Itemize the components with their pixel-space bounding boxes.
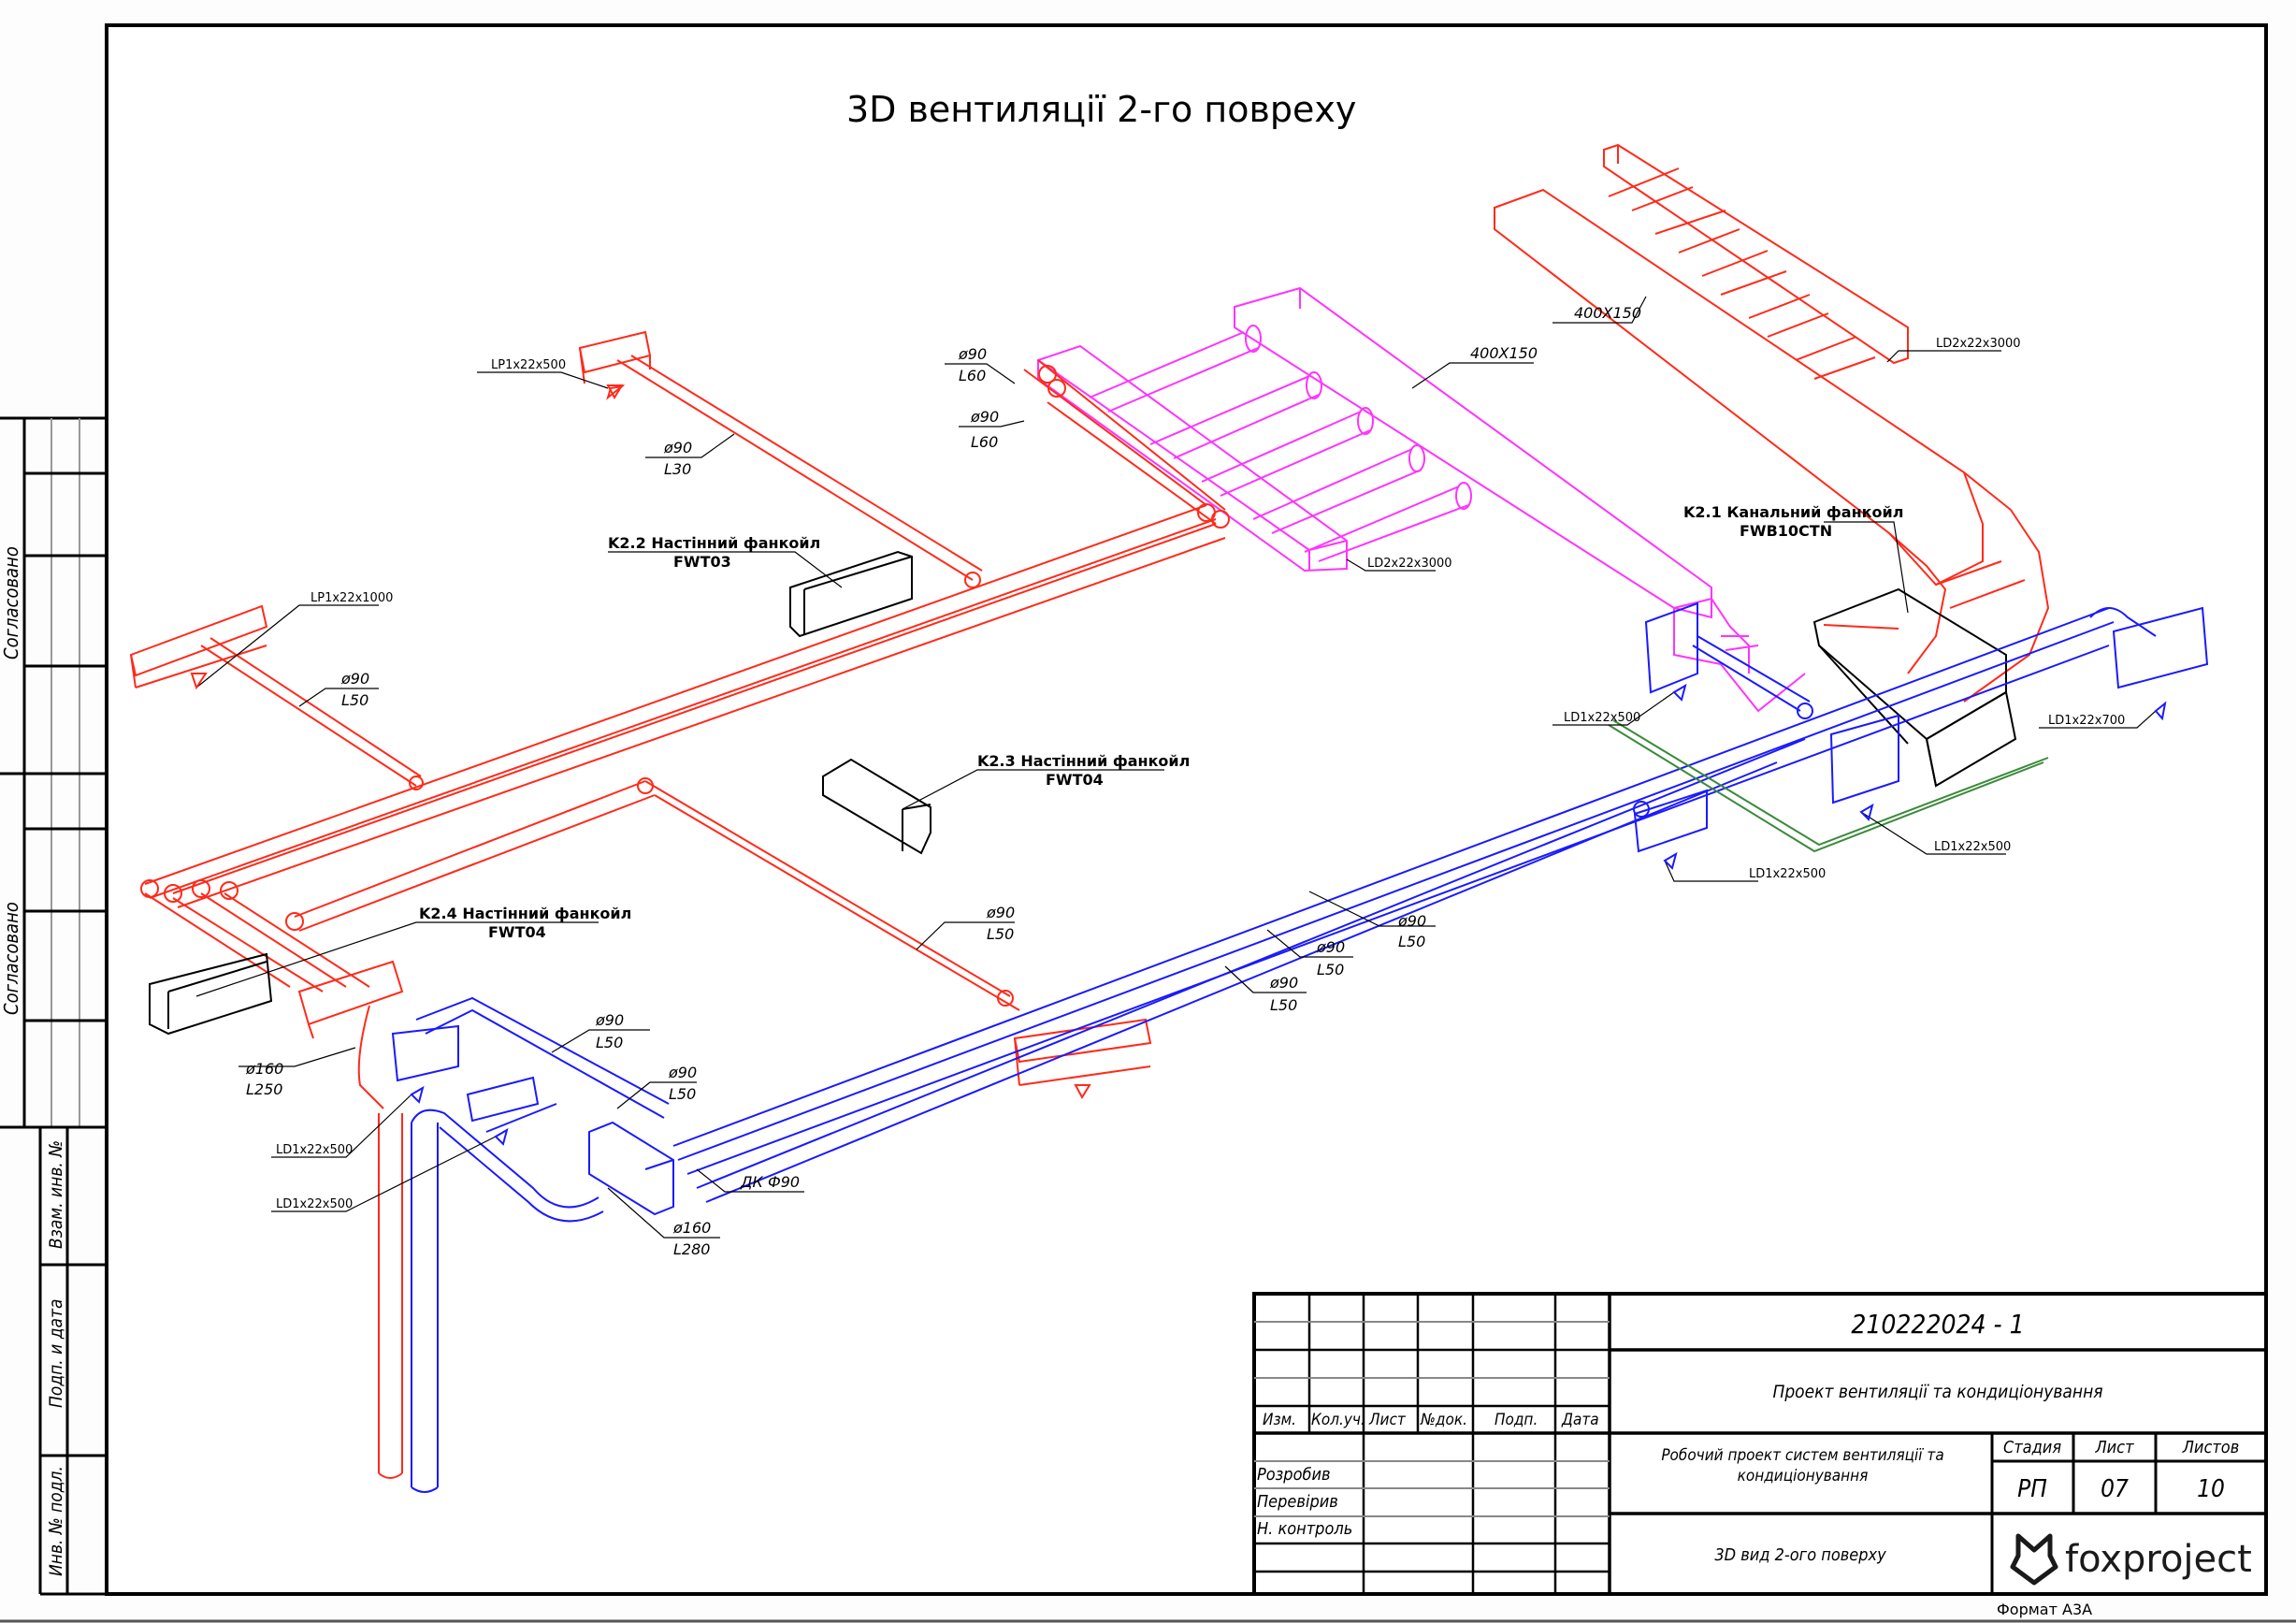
duct-len-9: L50 bbox=[596, 1034, 623, 1051]
rev-header-sign: Подп. bbox=[1495, 1411, 1538, 1429]
unit-k22-model: FWT03 bbox=[673, 553, 731, 571]
label-ld2-3000-red: LD2x22x3000 bbox=[1936, 337, 2021, 351]
label-ld1-500-k21: LD1x22x500 bbox=[1564, 711, 1640, 725]
duct-len-6: L50 bbox=[1398, 933, 1425, 950]
duct-dia-7: ø90 bbox=[1316, 938, 1345, 956]
sheet-label: Лист bbox=[2094, 1438, 2134, 1457]
stamp-inv-original: Инв. № подл. bbox=[46, 1466, 66, 1576]
sheets-label: Листов bbox=[2182, 1438, 2240, 1457]
duct-dia-9: ø90 bbox=[595, 1011, 624, 1029]
unit-labels: K2.1 Канальний фанкойл FWB10CTN K2.2 Нас… bbox=[419, 503, 1903, 941]
rev-header-date: Дата bbox=[1561, 1411, 1599, 1429]
stage-label: Стадия bbox=[2003, 1438, 2061, 1457]
fancoil-k23-unit bbox=[822, 758, 931, 855]
duct-len-5: L50 bbox=[987, 925, 1014, 943]
duct-dia-10: ø90 bbox=[668, 1064, 697, 1081]
size-label-magenta: 400X150 bbox=[1470, 344, 1538, 362]
label-ld1-500-mid: LD1x22x500 bbox=[1749, 867, 1826, 881]
label-ld1-700: LD1x22x700 bbox=[2048, 714, 2125, 728]
sheet-value: 07 bbox=[2101, 1475, 2129, 1503]
duct-len-11: L250 bbox=[246, 1080, 282, 1098]
role-developed: Розробив bbox=[1257, 1465, 1331, 1485]
unit-k22-name: K2.2 Настінний фанкойл bbox=[608, 534, 820, 552]
leader-lines bbox=[195, 296, 2157, 1239]
side-stamp-inventory bbox=[38, 1127, 107, 1596]
duct-dia-1: ø90 bbox=[663, 439, 692, 456]
size-label-red: 400X150 bbox=[1574, 304, 1641, 322]
diffuser-labels: LP1x22x500 LP1x22x1000 LD2x22x3000 LD2x2… bbox=[276, 337, 2125, 1211]
logo-text: foxproject bbox=[2065, 1538, 2252, 1581]
stamp-replacement-inv: Взам. инв. № bbox=[46, 1140, 66, 1249]
sheet-title: 3D вид 2-ого поверху bbox=[1714, 1545, 1886, 1565]
return-pipes-blue bbox=[391, 601, 2209, 1493]
duct-len-12: L280 bbox=[673, 1240, 710, 1258]
stamp-approved-2: Согласовано bbox=[0, 902, 22, 1015]
duct-dia-6: ø90 bbox=[1397, 912, 1426, 930]
duct-dia-5: ø90 bbox=[986, 904, 1015, 921]
stage-value: РП bbox=[2017, 1475, 2047, 1503]
duct-dia-11: ø160 bbox=[245, 1060, 283, 1078]
duct-dia-2: ø90 bbox=[340, 670, 369, 688]
supply-duct-red bbox=[1494, 143, 2050, 703]
duct-dia-8: ø90 bbox=[1269, 974, 1298, 992]
unit-k24-model: FWT04 bbox=[488, 923, 546, 941]
project-name: Проект вентиляції та кондиціонування bbox=[1772, 1382, 2102, 1402]
rev-header-change: Изм. bbox=[1263, 1411, 1296, 1429]
label-ld1-500-left-1: LD1x22x500 bbox=[276, 1143, 353, 1157]
drain-pipe-green bbox=[1608, 719, 2049, 853]
drawing-frame bbox=[105, 23, 2268, 1596]
unit-k24-name: K2.4 Настінний фанкойл bbox=[419, 905, 631, 922]
duct-len-2: L50 bbox=[341, 691, 368, 709]
work-title-box: Робочий проект систем вентиляції та конд… bbox=[1661, 1446, 1944, 1485]
duct-len-8: L50 bbox=[1270, 996, 1297, 1014]
duct-len-4: L60 bbox=[971, 433, 998, 451]
unit-k21-model: FWB10CTN bbox=[1740, 522, 1832, 540]
unit-k21-name: K2.1 Канальний фанкойл bbox=[1683, 503, 1903, 521]
fox-logo-icon bbox=[2010, 1533, 2058, 1586]
label-ld1-500-left-2: LD1x22x500 bbox=[276, 1197, 353, 1211]
stamp-sign-date: Подп. и дата bbox=[46, 1299, 66, 1408]
label-ld2-3000-magenta: LD2x22x3000 bbox=[1367, 557, 1452, 571]
duct-dia-3: ø90 bbox=[958, 345, 987, 363]
fancoil-k24-unit bbox=[149, 952, 273, 1036]
roles: Розробив Перевірив Н. контроль bbox=[1257, 1465, 1352, 1539]
duct-dia-12: ø160 bbox=[672, 1219, 711, 1237]
diffuser-markers bbox=[190, 384, 2167, 1146]
rev-header-sheet: Лист bbox=[1368, 1411, 1407, 1429]
label-lp1-500: LP1x22x500 bbox=[491, 358, 566, 372]
rev-header-count: Кол.уч. bbox=[1311, 1411, 1365, 1429]
size-label-dk: ДК Ф90 bbox=[740, 1173, 800, 1191]
work-title: Робочий проект систем вентиляції та конд… bbox=[1661, 1446, 1944, 1485]
duct-len-10: L50 bbox=[669, 1085, 696, 1103]
fancoil-k22-unit bbox=[789, 550, 913, 638]
label-lp1-1000: LP1x22x1000 bbox=[310, 591, 393, 605]
ventilation-duct-magenta bbox=[1037, 286, 1806, 713]
duct-len-7: L50 bbox=[1317, 961, 1344, 978]
role-checked: Перевірив bbox=[1257, 1492, 1338, 1512]
sheets-value: 10 bbox=[2197, 1475, 2225, 1503]
fancoil-k21-unit bbox=[1812, 587, 2017, 788]
label-ld1-500-right: LD1x22x500 bbox=[1934, 840, 2011, 854]
revision-headers: Изм. Кол.уч. Лист №док. Подп. Дата bbox=[1263, 1411, 1599, 1429]
stamp-approved-1: Согласовано bbox=[0, 546, 22, 659]
rev-header-docno: №док. bbox=[1420, 1411, 1467, 1429]
doc-number: 210222024 - 1 bbox=[1851, 1309, 2024, 1340]
unit-k23-name: K2.3 Настінний фанкойл bbox=[977, 752, 1190, 770]
title-block bbox=[1252, 1292, 2268, 1596]
duct-len-1: L30 bbox=[664, 460, 691, 478]
unit-k23-model: FWT04 bbox=[1046, 771, 1104, 789]
duct-dia-4: ø90 bbox=[970, 408, 999, 426]
side-stamp-approvals bbox=[0, 416, 107, 1129]
drawing-title: 3D вентиляції 2-го повреху bbox=[846, 89, 1356, 130]
duct-len-3: L60 bbox=[959, 367, 986, 384]
duct-labels: ø90 L30 ø90 L50 ø90 L60 ø90 L60 ø90 L50 … bbox=[245, 304, 1641, 1258]
supply-pipes-red bbox=[129, 330, 1230, 1479]
role-norm-control: Н. контроль bbox=[1257, 1519, 1352, 1539]
paper-format: Формат А3А bbox=[1997, 1601, 2092, 1618]
